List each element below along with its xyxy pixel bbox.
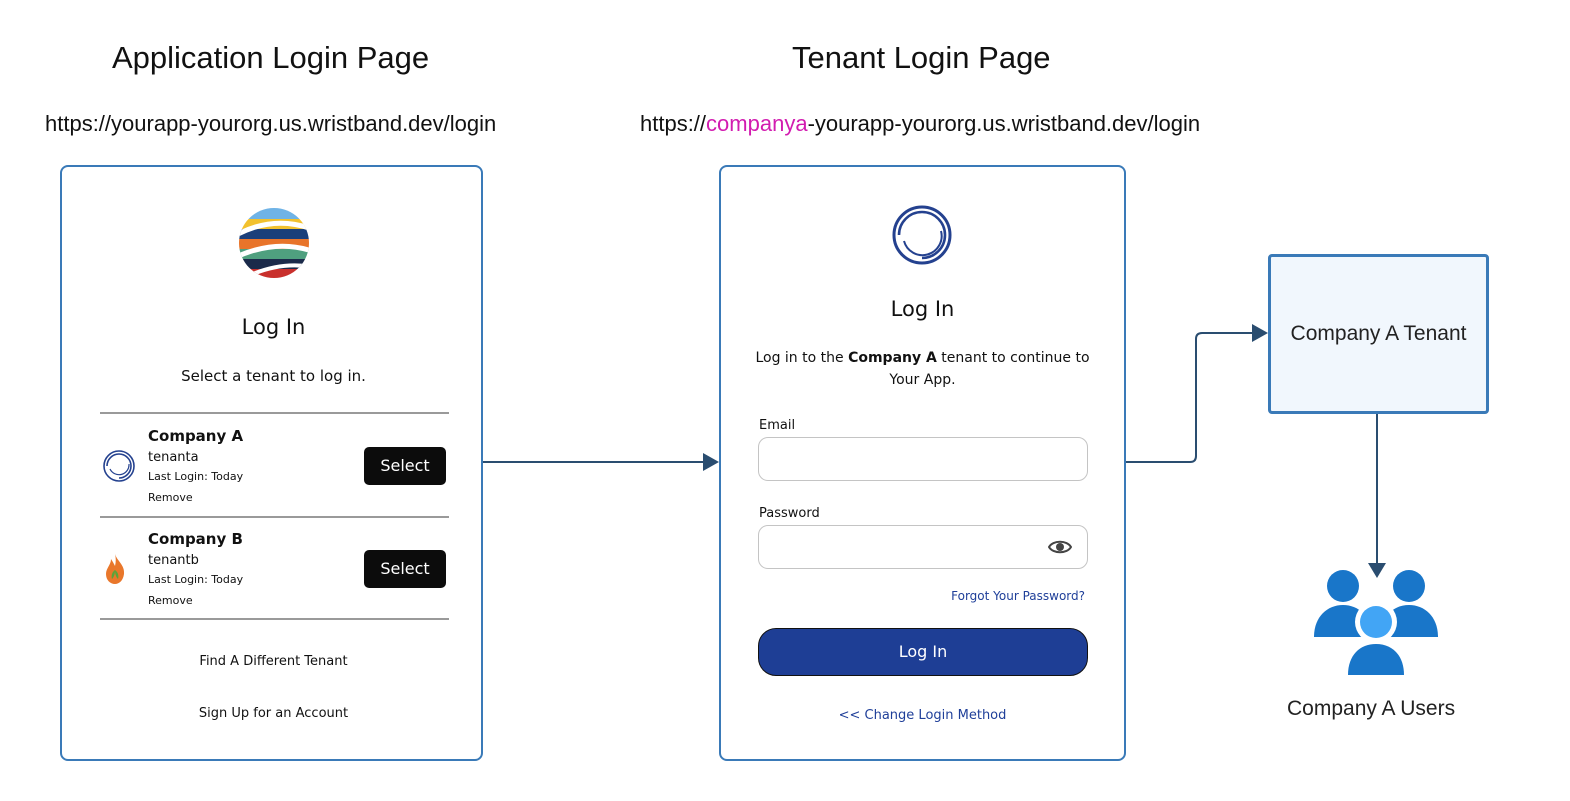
password-field[interactable] (758, 525, 1088, 569)
tenant-name: Company A (148, 427, 244, 445)
tenant-login-description: Log in to the Company A tenant to contin… (721, 347, 1124, 391)
ring-logo-icon (103, 450, 135, 482)
tenant-last-login: Last Login: Today (148, 573, 244, 586)
arrowhead-tenant-box (1252, 324, 1268, 342)
arrowhead-users (1368, 563, 1386, 578)
app-globe-logo-icon (239, 208, 309, 278)
url-tenant-subdomain: companya (706, 111, 808, 136)
tenant-box-label: Company A Tenant (1290, 322, 1467, 345)
company-a-users-label: Company A Users (1287, 697, 1456, 720)
tenant-login-url: https://companya-yourapp-yourorg.us.wris… (640, 111, 1200, 137)
url-suffix: -yourapp-yourorg.us.wristband.dev/login (807, 111, 1201, 136)
tenant-remove-link[interactable]: Remove (148, 491, 193, 504)
tenant-last-login: Last Login: Today (148, 470, 244, 483)
log-in-button[interactable]: Log In (758, 628, 1088, 676)
desc-prefix: Log in to the (755, 350, 849, 366)
select-tenant-b-button[interactable]: Select (364, 550, 446, 588)
tenant-login-title: Log In (890, 297, 955, 321)
url-prefix: https:// (640, 111, 707, 136)
sign-up-link[interactable]: Sign Up for an Account (198, 706, 349, 721)
tenant-list-divider-middle (100, 516, 449, 518)
tenant-remove-link[interactable]: Remove (148, 594, 193, 607)
tenant-name: Company B (148, 530, 243, 548)
desc-tenant-name: Company A (848, 350, 937, 366)
arrow-tenant-login-to-tenant (1126, 332, 1252, 463)
eye-icon[interactable] (1048, 538, 1072, 556)
app-login-subtitle: Select a tenant to log in. (181, 367, 366, 385)
flame-logo-icon (106, 554, 125, 584)
tenant-row-company-a: Company A tenanta Last Login: Today Remo… (100, 415, 449, 515)
app-login-url: https://yourapp-yourorg.us.wristband.dev… (45, 111, 497, 136)
tenant-id: tenantb (148, 553, 199, 568)
company-a-tenant-box: Company A Tenant (1268, 254, 1489, 414)
app-login-heading: Application Login Page (112, 40, 430, 75)
find-different-tenant-link[interactable]: Find A Different Tenant (199, 654, 348, 669)
tenant-login-heading: Tenant Login Page (792, 40, 1051, 75)
select-tenant-a-button[interactable]: Select (364, 447, 446, 485)
desc-line2: Your App. (889, 372, 956, 388)
tenant-list-divider-top (100, 412, 449, 414)
change-login-method-link[interactable]: << Change Login Method (838, 708, 1007, 723)
app-login-panel: Log In Select a tenant to log in. Compan… (60, 165, 483, 761)
email-field[interactable] (758, 437, 1088, 481)
tenant-row-company-b: Company B tenantb Last Login: Today Remo… (100, 518, 449, 618)
tenant-login-panel: Log In Log in to the Company A tenant to… (719, 165, 1126, 761)
forgot-password-link[interactable]: Forgot Your Password? (951, 589, 1085, 603)
tenant-list-divider-bottom (100, 618, 449, 620)
users-group-icon (1314, 570, 1438, 675)
desc-suffix: tenant to continue to (936, 350, 1090, 366)
tenant-id: tenanta (148, 450, 199, 465)
ring-logo-icon (892, 205, 952, 265)
arrowhead-tenant-login (703, 453, 719, 471)
app-login-title: Log In (241, 315, 306, 339)
email-label: Email (759, 418, 796, 433)
password-label: Password (759, 506, 820, 521)
